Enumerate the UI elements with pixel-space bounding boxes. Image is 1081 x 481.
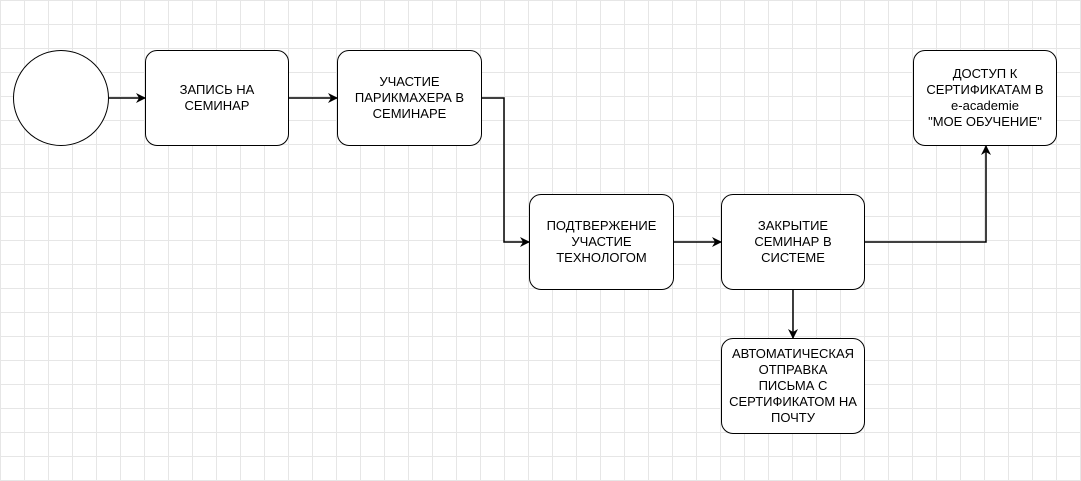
edge-closing-to-certificate-access bbox=[865, 145, 991, 243]
node-signup: ЗАПИСЬ НА СЕМИНАР bbox=[145, 50, 289, 146]
node-confirmation-label: ПОДТВЕРЖЕНИЕ УЧАСТИЕ ТЕХНОЛОГОМ bbox=[546, 218, 657, 265]
node-confirmation: ПОДТВЕРЖЕНИЕ УЧАСТИЕ ТЕХНОЛОГОМ bbox=[529, 194, 674, 290]
node-auto-email-label: АВТОМАТИЧЕСКАЯ ОТПРАВКА ПИСЬМА С СЕРТИФИ… bbox=[729, 346, 857, 425]
node-auto-email: АВТОМАТИЧЕСКАЯ ОТПРАВКА ПИСЬМА С СЕРТИФИ… bbox=[721, 338, 865, 434]
node-signup-label: ЗАПИСЬ НА СЕМИНАР bbox=[179, 82, 255, 113]
node-participation: УЧАСТИЕ ПАРИКМАХЕРА В СЕМИНАРЕ bbox=[337, 50, 482, 146]
node-closing: ЗАКРЫТИЕ СЕМИНАР В СИСТЕМЕ bbox=[721, 194, 865, 290]
start-event bbox=[13, 50, 109, 146]
node-closing-label: ЗАКРЫТИЕ СЕМИНАР В СИСТЕМЕ bbox=[754, 218, 832, 265]
node-participation-label: УЧАСТИЕ ПАРИКМАХЕРА В СЕМИНАРЕ bbox=[354, 74, 465, 121]
edge-participation-to-confirmation bbox=[482, 97, 530, 247]
node-certificate-access-label: ДОСТУП К СЕРТИФИКАТАМ В e-academie "МОЕ … bbox=[926, 66, 1044, 129]
node-certificate-access: ДОСТУП К СЕРТИФИКАТАМ В e-academie "МОЕ … bbox=[913, 50, 1057, 146]
